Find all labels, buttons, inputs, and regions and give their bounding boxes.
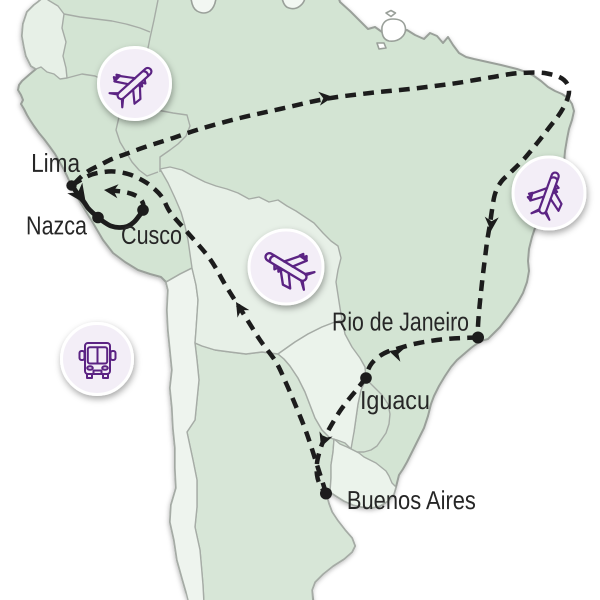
svg-text:Lima: Lima <box>31 148 80 178</box>
svg-text:Nazca: Nazca <box>26 210 87 240</box>
svg-text:Rio de Janeiro: Rio de Janeiro <box>332 307 469 337</box>
svg-text:Iguacu: Iguacu <box>360 385 430 415</box>
svg-text:Cusco: Cusco <box>121 220 182 250</box>
svg-text:Buenos Aires: Buenos Aires <box>347 485 476 515</box>
